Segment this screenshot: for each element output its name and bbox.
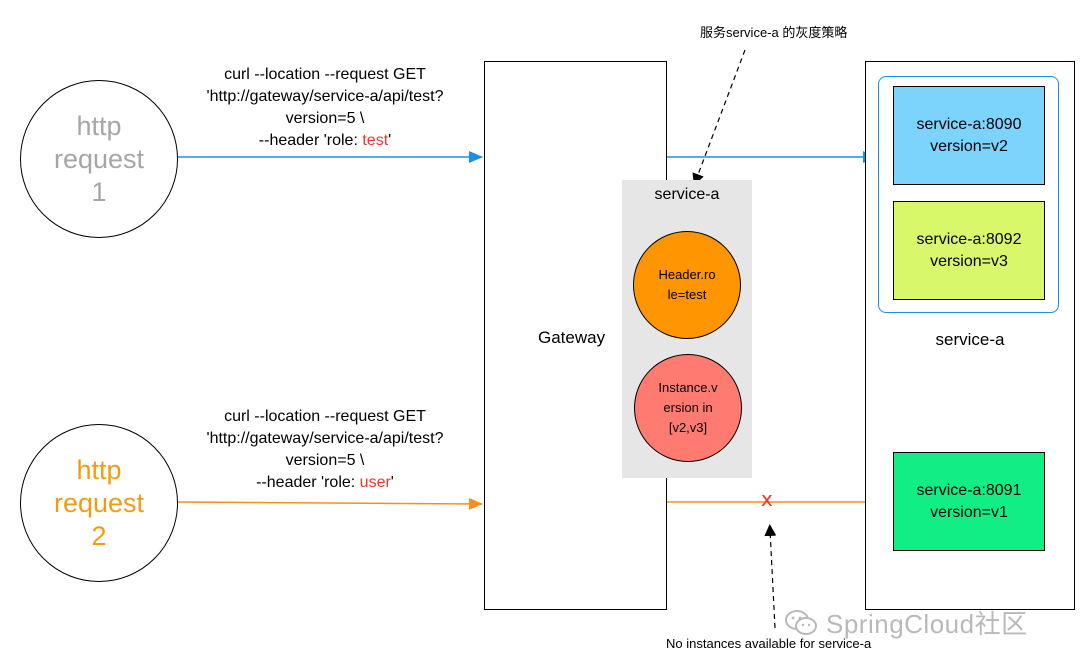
curl-2-role-value: user [359,474,391,491]
curl-1-line4: --header 'role: test' [170,130,480,152]
wechat-icon [785,609,817,635]
header-rule-line1: Header.ro [658,267,716,282]
http-request-1-line2: request [53,143,145,174]
http-request-1-circle: http request 1 [20,80,178,238]
http-request-2-line3: 2 [91,520,107,551]
curl-1-line2: 'http://gateway/service-a/api/test? [206,88,444,105]
instance-v1-version: version=v1 [930,503,1008,521]
gateway-label: Gateway [538,328,606,347]
instance-rule-line3: [v2,v3] [668,420,708,435]
curl-2-line1: curl --location --request GET [224,408,426,425]
curl-1-line1: curl --location --request GET [224,66,426,83]
blocked-route-mark: x [761,487,773,511]
http-request-2-line2: request [53,487,145,518]
curl-2-header-suffix: ' [390,474,394,491]
header-rule-line2: le=test [667,287,707,302]
curl-1-line3: version=5 \ [285,110,365,127]
curl-1-header-prefix: --header 'role: [258,132,363,149]
gray-instance-group [878,76,1059,313]
instance-v2-box: service-a:8090 version=v2 [893,86,1045,185]
http-request-2-line1: http [76,454,122,485]
curl-2-header-prefix: --header 'role: [256,474,360,491]
instance-v3-version: version=v3 [930,252,1008,270]
policy-panel-title: service-a [654,186,720,203]
instance-v1-addr: service-a:8091 [916,481,1022,499]
watermark-text: SpringCloud社区 [826,609,1028,639]
http-request-1-line3: 1 [91,176,107,207]
instance-version-rule: Instance.v ersion in [v2,v3] [634,354,742,462]
http-request-1-line1: http [76,110,122,141]
curl-2-line2: 'http://gateway/service-a/api/test? [206,430,444,447]
http-request-2-circle: http request 2 [20,424,178,582]
request2-arrow [177,497,483,510]
instance-v2-version: version=v2 [930,137,1008,155]
curl-2-line4: --header 'role: user' [170,472,480,494]
instance-rule-line1: Instance.v [658,380,718,395]
policy-annotation: 服务service-a 的灰度策略 [700,25,848,40]
request-1-curl: curl --location --request GET 'http://ga… [170,64,480,152]
no-instance-callout-arrow [764,524,777,629]
policy-callout-arrow [692,49,746,186]
instance-v3-box: service-a:8092 version=v3 [893,201,1045,300]
curl-1-header-suffix: ' [388,132,392,149]
watermark: SpringCloud社区 [784,604,1028,641]
curl-1-role-value: test [362,132,389,149]
request-2-curl: curl --location --request GET 'http://ga… [170,406,480,494]
curl-2-line3: version=5 \ [285,452,365,469]
service-a-group-label: service-a [935,330,1005,349]
no-instances-annotation: No instances available for service-a [666,636,872,651]
header-role-rule: Header.ro le=test [633,231,741,339]
instance-v2-addr: service-a:8090 [916,115,1022,133]
instance-v1-box: service-a:8091 version=v1 [893,452,1045,551]
instance-v3-addr: service-a:8092 [916,230,1022,248]
instance-rule-line2: ersion in [663,400,713,415]
